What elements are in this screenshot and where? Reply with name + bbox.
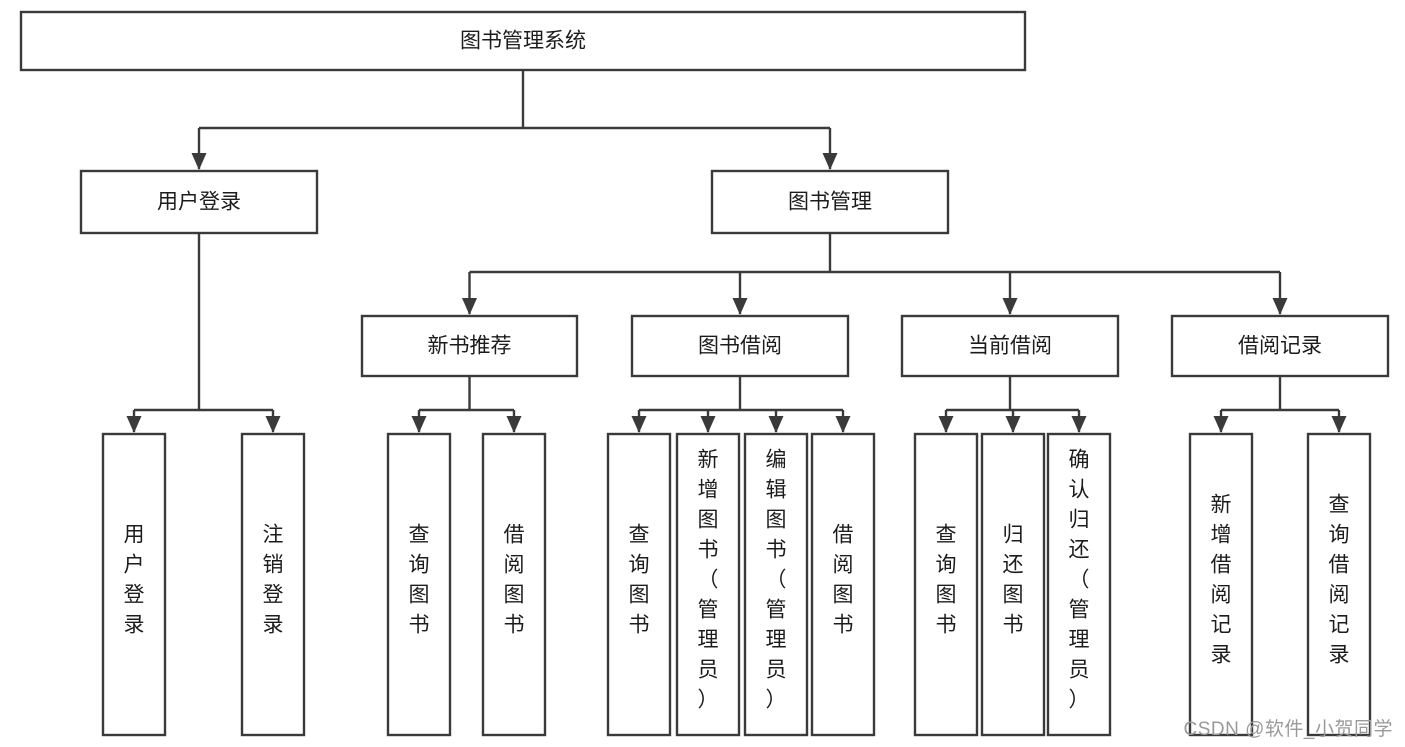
node-level2-0-label: 新书推荐 [428, 335, 512, 358]
node-level2-2-box[interactable] [900, 314, 1120, 378]
node-leaf-1[interactable]: 注销登录 [240, 432, 306, 737]
node-level1-1-box[interactable] [710, 169, 950, 235]
node-leaf-9-label: 归还图书 [1003, 524, 1024, 637]
node-root[interactable]: 图书管理系统 [19, 10, 1027, 72]
node-leaf-10-box[interactable] [1046, 432, 1112, 737]
node-leaf-2-label: 查询图书 [409, 524, 430, 637]
node-leaf-10[interactable]: 确认归还（管理员） [1046, 432, 1112, 737]
node-leaf-2-box[interactable] [386, 432, 452, 737]
node-level1-1-label: 图书管理 [788, 191, 872, 214]
node-leaf-0-label: 用户登录 [124, 524, 145, 637]
book-borrow-arrow-2 [768, 416, 784, 433]
node-level1-0[interactable]: 用户登录 [79, 169, 319, 235]
book-mgmt-arrow-1 [732, 298, 748, 315]
node-leaf-10-label: 确认归还（管理员） [1069, 449, 1090, 712]
node-leaf-8-box[interactable] [913, 432, 979, 737]
user-login-arrow-1 [265, 416, 281, 433]
book-borrow-arrow-1 [700, 416, 716, 433]
node-leaf-4[interactable]: 查询图书 [606, 432, 672, 737]
node-leaf-5-box[interactable] [675, 432, 741, 737]
node-leaf-4-box[interactable] [606, 432, 672, 737]
node-level1-0-label: 用户登录 [157, 191, 241, 214]
node-leaf-3-label: 借阅图书 [504, 524, 525, 637]
node-leaf-2[interactable]: 查询图书 [386, 432, 452, 737]
node-level2-2-label: 当前借阅 [968, 335, 1052, 358]
node-leaf-6-box[interactable] [743, 432, 809, 737]
node-leaf-0[interactable]: 用户登录 [101, 432, 167, 737]
node-leaf-8-label: 查询图书 [936, 524, 957, 637]
node-level1-1[interactable]: 图书管理 [710, 169, 950, 235]
root-arrow-0 [191, 153, 207, 170]
root-arrow-1 [822, 153, 838, 170]
node-leaf-6-label: 编辑图书（管理员） [766, 449, 787, 712]
node-leaf-3-box[interactable] [481, 432, 547, 737]
node-level2-3-label: 借阅记录 [1238, 335, 1322, 358]
current-borrow-arrow-2 [1071, 416, 1087, 433]
node-leaf-5[interactable]: 新增图书（管理员） [675, 432, 741, 737]
node-leaf-7[interactable]: 借阅图书 [810, 432, 876, 737]
new-book-arrow-1 [506, 416, 522, 433]
node-root-box[interactable] [19, 10, 1027, 72]
node-leaf-7-label: 借阅图书 [833, 524, 854, 637]
node-leaf-0-box[interactable] [101, 432, 167, 737]
node-leaf-11-box[interactable] [1188, 432, 1254, 737]
node-level2-3[interactable]: 借阅记录 [1170, 314, 1390, 378]
node-leaf-7-box[interactable] [810, 432, 876, 737]
node-leaf-12-box[interactable] [1306, 432, 1372, 737]
connectors-layer [126, 70, 1347, 433]
node-level2-0[interactable]: 新书推荐 [360, 314, 579, 378]
node-leaf-9[interactable]: 归还图书 [980, 432, 1046, 737]
current-borrow-arrow-1 [1005, 416, 1021, 433]
borrow-record-arrow-0 [1213, 416, 1229, 433]
node-level2-3-box[interactable] [1170, 314, 1390, 378]
node-leaf-6[interactable]: 编辑图书（管理员） [743, 432, 809, 737]
book-mgmt-arrow-3 [1272, 298, 1288, 315]
borrow-record-arrow-1 [1331, 416, 1347, 433]
nodes-layer: 图书管理系统用户登录图书管理新书推荐图书借阅当前借阅借阅记录用户登录注销登录查询… [19, 10, 1390, 737]
node-leaf-3[interactable]: 借阅图书 [481, 432, 547, 737]
user-login-arrow-0 [126, 416, 142, 433]
node-leaf-12-label: 查询借阅记录 [1329, 494, 1350, 667]
node-leaf-1-box[interactable] [240, 432, 306, 737]
node-leaf-5-label: 新增图书（管理员） [698, 449, 719, 712]
csdn-watermark: CSDN @软件_小贺同学 [1183, 719, 1393, 740]
node-leaf-4-label: 查询图书 [629, 524, 650, 637]
current-borrow-arrow-0 [938, 416, 954, 433]
book-borrow-arrow-3 [835, 416, 851, 433]
node-leaf-9-box[interactable] [980, 432, 1046, 737]
book-mgmt-arrow-0 [462, 298, 477, 315]
node-leaf-1-label: 注销登录 [263, 524, 284, 637]
node-leaf-8[interactable]: 查询图书 [913, 432, 979, 737]
node-leaf-11-label: 新增借阅记录 [1211, 494, 1232, 667]
book-borrow-arrow-0 [631, 416, 647, 433]
node-level2-1-box[interactable] [630, 314, 850, 378]
node-level2-2[interactable]: 当前借阅 [900, 314, 1120, 378]
book-mgmt-arrow-2 [1002, 298, 1018, 315]
node-level2-0-box[interactable] [360, 314, 579, 378]
node-leaf-11[interactable]: 新增借阅记录 [1188, 432, 1254, 737]
node-level2-1[interactable]: 图书借阅 [630, 314, 850, 378]
node-leaf-12[interactable]: 查询借阅记录 [1306, 432, 1372, 737]
node-root-label: 图书管理系统 [460, 30, 586, 53]
new-book-arrow-0 [411, 416, 427, 433]
node-level2-1-label: 图书借阅 [698, 335, 782, 358]
node-level1-0-box[interactable] [79, 169, 319, 235]
